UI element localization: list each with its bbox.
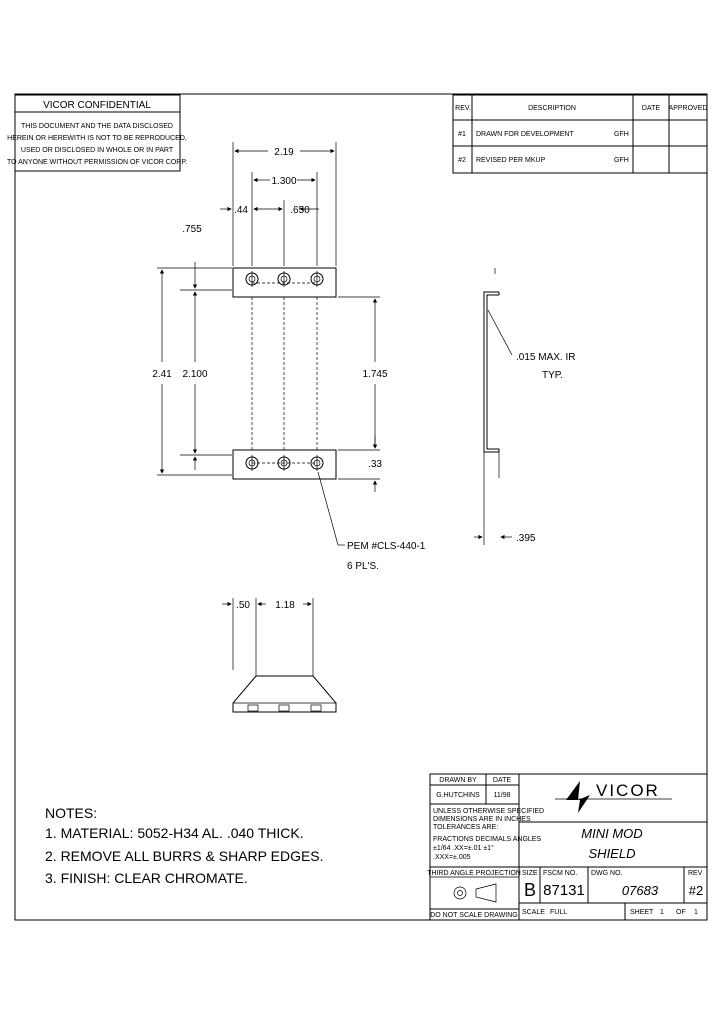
- pem-hole: [310, 455, 324, 471]
- drawn-by: G.HUTCHINS: [436, 792, 480, 799]
- dim-flange-depth: .755: [182, 224, 202, 235]
- rev-description: DRAWN FOR DEVELOPMENT: [476, 131, 574, 138]
- tolerance-line: DIMENSIONS ARE IN INCHES: [433, 816, 531, 823]
- of-label: OF: [676, 909, 686, 916]
- tolerance-line: ±1/64 .XX=±.01 ±1°: [433, 844, 494, 852]
- part-title: MINI MOD: [581, 826, 642, 841]
- third-angle-projection-icon: [453, 883, 497, 903]
- rev-number: #1: [458, 131, 466, 138]
- dim-hole-pitch: .650: [290, 205, 310, 216]
- size-value: B: [524, 880, 536, 900]
- pem-hole: [310, 271, 324, 287]
- notes-title: NOTES:: [45, 805, 97, 821]
- tolerance-line: .XXX=±.005: [433, 854, 471, 861]
- date-label: DATE: [493, 777, 511, 784]
- pem-hole: [277, 455, 291, 471]
- approved-header: APPROVED: [669, 105, 708, 112]
- dim-left-offset: .44: [234, 205, 248, 216]
- scale-label: SCALE: [522, 909, 545, 916]
- fscm-label: FSCM NO.: [543, 870, 577, 877]
- rev-description: REVISED PER MKUP: [476, 157, 546, 164]
- note-item: 2. REMOVE ALL BURRS & SHARP EDGES.: [45, 848, 324, 864]
- confidential-line: USED OR DISCLOSED IN WHOLE OR IN PART: [21, 147, 174, 154]
- dim-flange-length: .395: [516, 533, 536, 544]
- dim-bottom-span: 1.18: [275, 600, 295, 611]
- confidential-line: HEREIN OR HEREWITH IS NOT TO BE REPRODUC…: [7, 135, 187, 142]
- dim-overall-height: 2.41: [152, 369, 172, 380]
- part-subtitle: SHIELD: [589, 846, 636, 861]
- note-item: 3. FINISH: CLEAR CHROMATE.: [45, 870, 248, 886]
- rev-by: GFH: [614, 157, 629, 164]
- rev-header: REV.: [455, 105, 471, 112]
- description-header: DESCRIPTION: [528, 105, 576, 112]
- notes-block: NOTES: 1. MATERIAL: 5052-H34 AL. .040 TH…: [45, 805, 324, 886]
- drawn-by-label: DRAWN BY: [439, 777, 477, 784]
- dim-hole-span: 1.300: [271, 176, 296, 187]
- confidential-block: VICOR CONFIDENTIAL THIS DOCUMENT AND THE…: [7, 94, 187, 172]
- do-not-scale-note: DO NOT SCALE DRAWING: [430, 912, 518, 919]
- rev-label: REV: [688, 870, 703, 877]
- top-view: 2.19 1.300 .44 .650 .755 2.41 2.100: [152, 142, 426, 572]
- dwg-value: 07683: [622, 883, 659, 898]
- bend-radius-note: .015 MAX. IR: [516, 352, 575, 363]
- fscm-value: 87131: [543, 882, 585, 899]
- pem-hole: [245, 271, 259, 287]
- scale-value: FULL: [550, 909, 567, 916]
- tolerance-line: FRACTIONS DECIMALS ANGLES: [433, 836, 541, 843]
- of-value: 1: [694, 909, 698, 916]
- dim-side-height: 1.745: [362, 369, 387, 380]
- confidential-line: TO ANYONE WITHOUT PERMISSION OF VICOR CO…: [7, 159, 187, 166]
- dim-bottom-left: .50: [236, 600, 250, 611]
- dim-overall-width: 2.19: [274, 147, 294, 158]
- pem-callout: PEM #CLS-440-1: [347, 541, 426, 552]
- dwg-label: DWG NO.: [591, 870, 623, 877]
- vicor-logo-icon: [555, 781, 672, 813]
- rev-number: #2: [458, 157, 466, 164]
- pem-hole: [277, 271, 291, 287]
- sheet-value: 1: [660, 909, 664, 916]
- sheet-label: SHEET: [630, 909, 654, 916]
- revision-block: REV. DESCRIPTION DATE APPROVED #1 DRAWN …: [452, 94, 708, 174]
- confidential-title: VICOR CONFIDENTIAL: [43, 100, 151, 111]
- size-label: SIZE: [522, 870, 538, 877]
- date-header: DATE: [642, 105, 660, 112]
- top-flange: [232, 267, 337, 298]
- note-item: 1. MATERIAL: 5052-H34 AL. .040 THICK.: [45, 825, 304, 841]
- tolerance-line: UNLESS OTHERWISE SPECIFIED: [433, 808, 544, 815]
- rev-by: GFH: [614, 131, 629, 138]
- dim-bottom-flange: .33: [368, 459, 382, 470]
- sheet-border: [14, 93, 708, 921]
- rev-value: #2: [689, 883, 703, 898]
- confidential-line: THIS DOCUMENT AND THE DATA DISCLOSED: [21, 123, 173, 130]
- company-name: VICOR: [596, 781, 660, 800]
- end-view: .50 1.18: [222, 598, 337, 713]
- dim-inner-height: 2.100: [182, 369, 207, 380]
- bend-radius-typ: TYP.: [542, 370, 563, 381]
- pem-callout-count: 6 PL'S.: [347, 561, 379, 572]
- title-block: DRAWN BY DATE G.HUTCHINS 11/98 UNLESS OT…: [427, 773, 708, 921]
- drawn-date: 11/98: [494, 792, 511, 799]
- side-view: .015 MAX. IR TYP. .395: [474, 268, 575, 545]
- tolerance-line: TOLERANCES ARE:: [433, 824, 498, 831]
- pem-hole: [245, 455, 259, 471]
- projection-label: THIRD ANGLE PROJECTION: [427, 870, 521, 877]
- bottom-flange: [232, 449, 337, 480]
